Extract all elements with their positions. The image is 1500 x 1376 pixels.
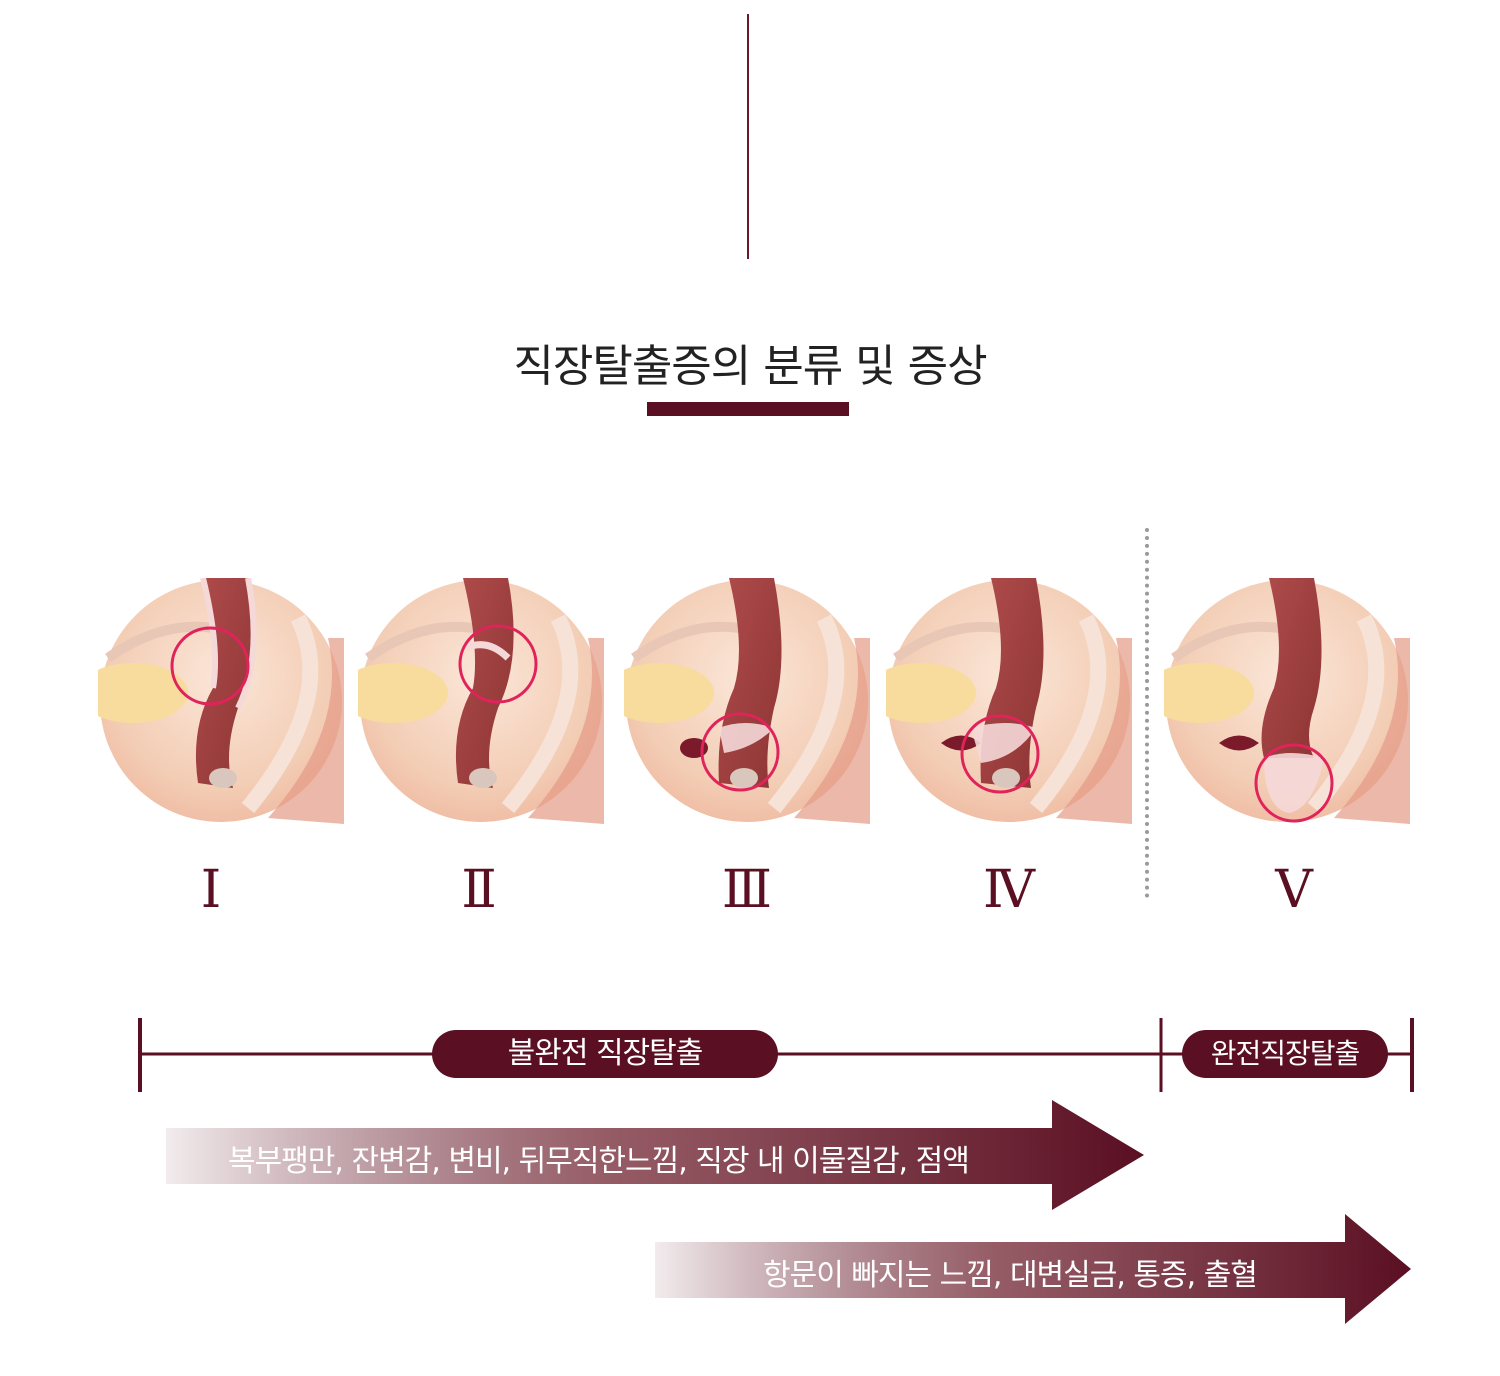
stage-3-numeral: Ⅲ	[721, 860, 773, 920]
highlight-ring	[700, 712, 780, 792]
stage-3-illustration	[624, 578, 870, 824]
highlight-ring	[1254, 743, 1334, 823]
late-symptoms-arrow: 항문이 빠지는 느낌, 대변실금, 통증, 출혈	[655, 1214, 1411, 1324]
top-divider-line	[747, 14, 749, 259]
highlight-ring	[960, 714, 1040, 794]
highlight-ring	[458, 624, 538, 704]
stage-5-illustration	[1164, 578, 1410, 824]
incomplete-prolapse-label: 불완전 직장탈출	[432, 1030, 778, 1078]
stage-4-numeral: Ⅳ	[983, 860, 1035, 920]
complete-prolapse-label: 완전직장탈출	[1182, 1030, 1388, 1078]
stage-5-numeral: Ⅴ	[1275, 860, 1313, 920]
late-symptoms-text: 항문이 빠지는 느낌, 대변실금, 통증, 출혈	[763, 1258, 1258, 1293]
early-symptoms-text: 복부팽만, 잔변감, 변비, 뒤무직한느낌, 직장 내 이물질감, 점액	[228, 1144, 970, 1179]
title-underline	[647, 402, 849, 416]
complete-divider	[1145, 528, 1149, 898]
stage-1-illustration	[98, 578, 344, 824]
stage-4-illustration	[886, 578, 1132, 824]
page-title: 직장탈출증의 분류 및 증상	[513, 341, 987, 392]
early-symptoms-arrow: 복부팽만, 잔변감, 변비, 뒤무직한느낌, 직장 내 이물질감, 점액	[166, 1100, 1144, 1210]
stage-2-illustration	[358, 578, 604, 824]
stage-2-numeral: Ⅱ	[461, 860, 497, 920]
highlight-ring	[170, 626, 250, 706]
stage-1-numeral: Ⅰ	[200, 860, 222, 920]
